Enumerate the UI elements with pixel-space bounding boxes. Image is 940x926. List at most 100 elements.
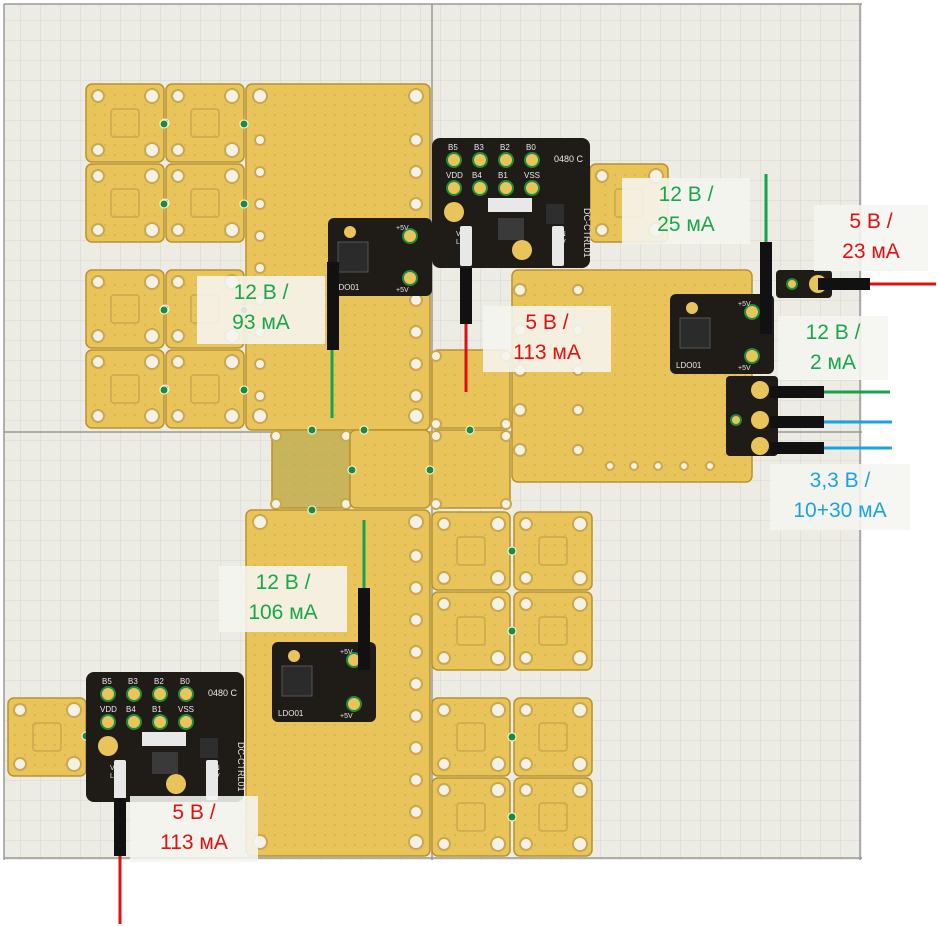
- wire-black-sleeve: [358, 588, 370, 670]
- mounting-hole: [91, 355, 105, 369]
- module-ldo: LDO01+5V+5V: [670, 294, 774, 374]
- pin-pad: [288, 650, 300, 662]
- mounting-hole: [490, 836, 506, 852]
- wire-black-sleeve: [818, 278, 870, 290]
- mounting-hole: [490, 596, 506, 612]
- pin-pad: [152, 714, 168, 730]
- mounting-hole: [409, 773, 423, 787]
- pad-outline: [456, 722, 486, 752]
- label-3v3-10-30ma: 3,3 В / 10+30 мА: [770, 464, 910, 530]
- mounting-hole: [91, 275, 105, 289]
- pad-outline: [538, 802, 568, 832]
- via-pad: [239, 199, 249, 209]
- mounting-hole: [144, 328, 160, 344]
- via-pad: [239, 385, 249, 395]
- mounting-hole: [144, 222, 160, 238]
- mounting-hole: [595, 223, 609, 237]
- pin-label: B0: [526, 143, 536, 152]
- pin-pad: [402, 228, 418, 244]
- mounting-hole: [519, 757, 533, 771]
- mounting-hole: [629, 461, 639, 471]
- regulator-ic: [337, 241, 369, 273]
- mounting-hole: [437, 757, 451, 771]
- capacitor-pad: [512, 240, 532, 260]
- mounting-hole: [572, 596, 588, 612]
- label-current: 2 мА: [810, 351, 856, 374]
- pin-pad: [100, 714, 116, 730]
- mounting-hole: [490, 570, 506, 586]
- module-code: 0480 C: [554, 154, 584, 164]
- tile-bottom-a-2: [431, 697, 511, 777]
- mounting-hole: [409, 197, 423, 211]
- module-ldo: LDO01+5V+5V: [328, 218, 432, 296]
- via-field: [438, 436, 504, 502]
- mounting-hole: [252, 88, 268, 104]
- via-pad: [507, 732, 517, 742]
- pin-pad: [524, 180, 540, 196]
- mounting-hole: [430, 430, 442, 442]
- mounting-hole: [519, 837, 533, 851]
- mounting-hole: [91, 329, 105, 343]
- mounting-hole: [409, 165, 423, 179]
- wire-black-sleeve: [770, 442, 824, 454]
- pin-pad: [402, 270, 418, 286]
- mounting-hole: [13, 703, 27, 717]
- board-center-square: [271, 429, 351, 509]
- mounting-hole: [490, 516, 506, 532]
- pin-pad: [346, 696, 362, 712]
- mounting-hole: [437, 703, 451, 717]
- tile-left-3: [85, 349, 165, 429]
- pin-pad: [344, 226, 356, 238]
- mounting-hole: [171, 169, 185, 183]
- mounting-hole: [409, 581, 423, 595]
- connector: [142, 732, 186, 746]
- pin-pad: [100, 686, 116, 702]
- mounting-hole: [408, 88, 424, 104]
- pad-outline: [110, 188, 140, 218]
- pin-pad: [730, 414, 742, 426]
- module-name: LDO01: [334, 283, 360, 292]
- module-name: LDO01: [278, 709, 304, 718]
- pin-pad: [751, 437, 769, 455]
- pin-pad: [446, 152, 462, 168]
- pin-pad: [498, 152, 514, 168]
- via-pad: [159, 385, 169, 395]
- via-pad: [307, 505, 317, 515]
- pin-pad: [744, 348, 760, 364]
- tile-left2-0: [165, 83, 245, 163]
- mounting-hole: [513, 443, 527, 457]
- mounting-hole: [408, 408, 424, 424]
- mounting-hole: [144, 408, 160, 424]
- pin-pad: [751, 381, 769, 399]
- via-pad: [507, 546, 517, 556]
- module-name: LDO01: [676, 361, 702, 370]
- pin-label: VSS: [524, 171, 540, 180]
- ic-chip: [152, 752, 178, 774]
- label-voltage: 12 В /: [658, 183, 714, 206]
- module-ldo: LDO01+5V+5V: [272, 642, 376, 722]
- mounting-hole: [224, 222, 240, 238]
- mounting-hole: [224, 354, 240, 370]
- mounting-hole: [409, 677, 423, 691]
- mounting-hole: [224, 168, 240, 184]
- label-voltage: 5 В /: [525, 311, 569, 334]
- label-5v-113ma-bottom: 5 В / 113 мА: [130, 796, 258, 862]
- mounting-hole: [595, 169, 609, 183]
- label-voltage: 5 В /: [849, 210, 893, 233]
- mounting-hole: [144, 274, 160, 290]
- mounting-hole: [572, 756, 588, 772]
- via-pad: [465, 425, 475, 435]
- pin-pad: [152, 686, 168, 702]
- label-current: 23 мА: [842, 240, 900, 263]
- mounting-hole: [144, 88, 160, 104]
- mounting-hole: [572, 570, 588, 586]
- mounting-hole: [171, 143, 185, 157]
- pad-outline: [538, 616, 568, 646]
- via-pad: [159, 119, 169, 129]
- pad-outline: [456, 536, 486, 566]
- mounting-hole: [500, 430, 512, 442]
- pin-label: +5V: [738, 301, 751, 308]
- mounting-hole: [252, 408, 268, 424]
